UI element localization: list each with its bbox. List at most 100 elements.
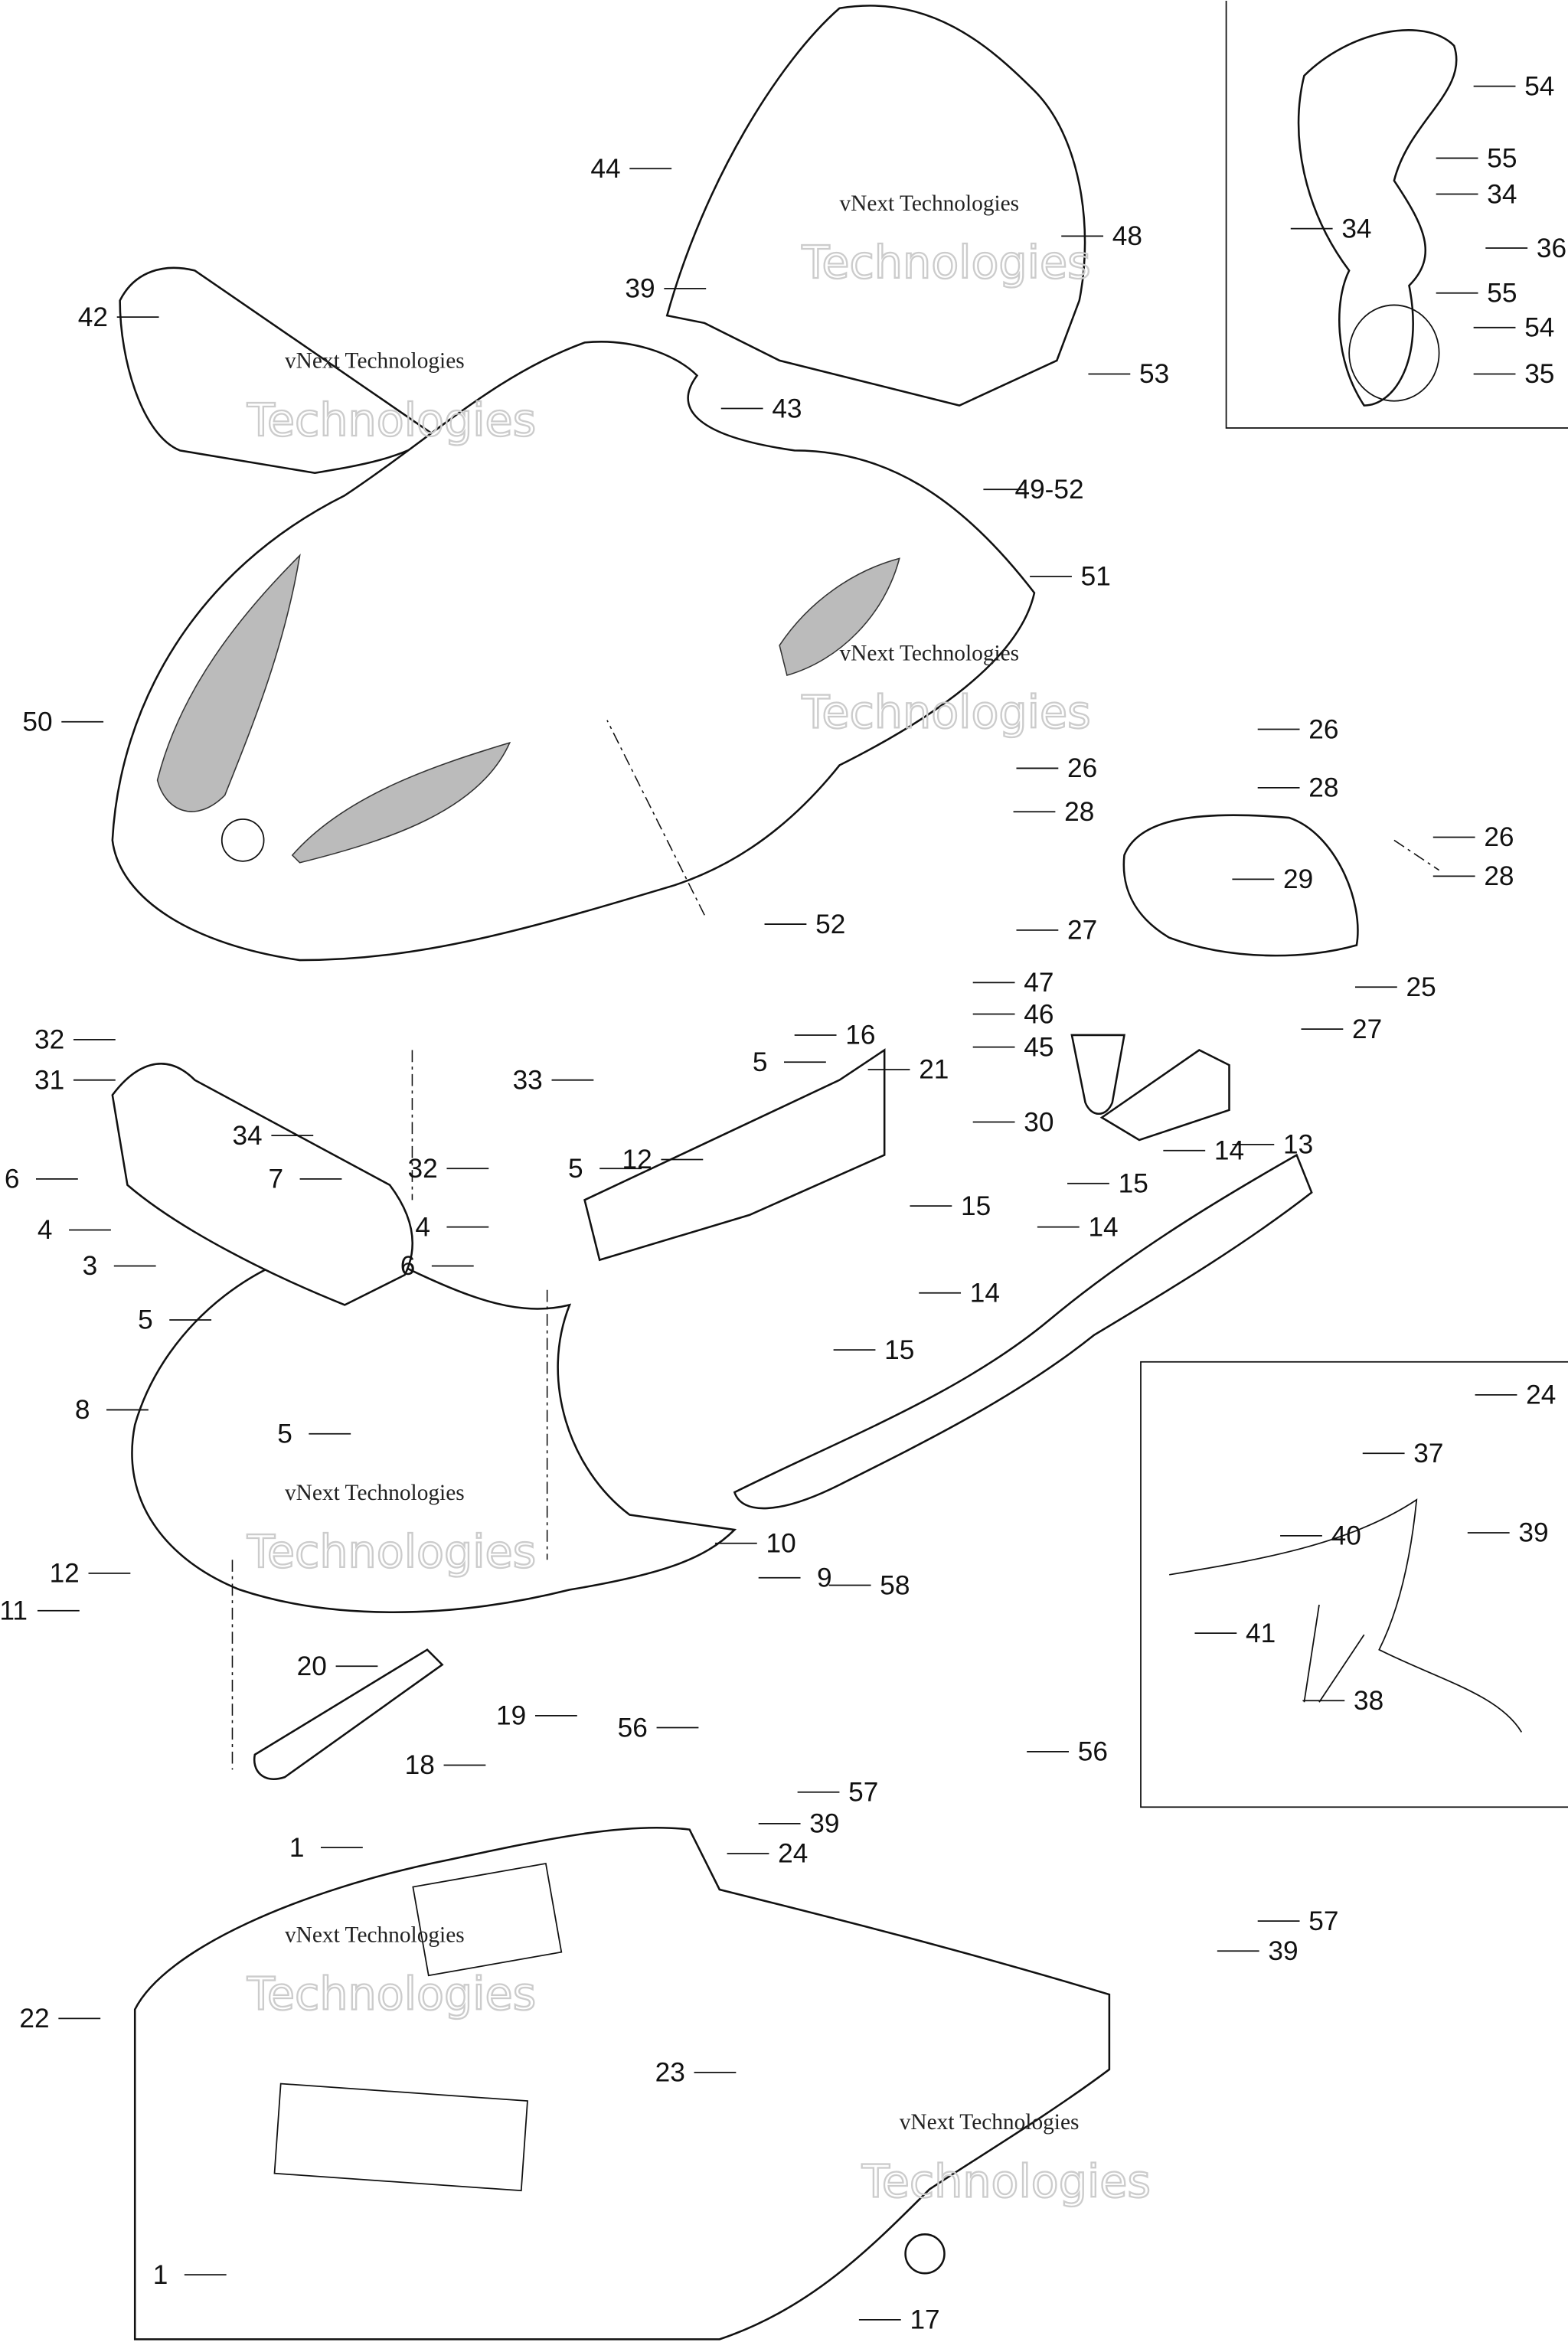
- callout-1: 1: [289, 1833, 305, 1863]
- callout-15: 15: [884, 1335, 914, 1365]
- side-rail: [733, 1153, 1313, 1510]
- callout-58: 58: [880, 1570, 910, 1600]
- watermark-text: vNext Technologies: [839, 641, 1019, 665]
- callout-34: 34: [232, 1121, 262, 1151]
- callout-5: 5: [753, 1047, 768, 1077]
- callout-9: 9: [817, 1563, 832, 1592]
- callout-7: 7: [268, 1165, 283, 1194]
- callout-39: 39: [1268, 1936, 1298, 1966]
- watermark-large: Technologies: [861, 2154, 1151, 2207]
- leader-lines: [35, 85, 1528, 2321]
- callout-30: 30: [1024, 1107, 1054, 1137]
- callout-12: 12: [50, 1559, 80, 1589]
- hood-vent-left: [156, 554, 301, 812]
- callout-42: 42: [78, 302, 108, 332]
- callout-39: 39: [809, 1809, 839, 1839]
- callout-49-52: 49-52: [1014, 475, 1083, 505]
- callout-23: 23: [655, 2058, 685, 2088]
- callout-34: 34: [1341, 214, 1371, 243]
- tether-cord: [1169, 1498, 1523, 1733]
- hood-emblem: [220, 818, 265, 862]
- callout-32: 32: [408, 1154, 438, 1184]
- callout-11: 11: [0, 1596, 28, 1626]
- callout-14: 14: [1214, 1135, 1244, 1165]
- callout-54: 54: [1524, 313, 1554, 343]
- callout-48: 48: [1112, 221, 1142, 251]
- watermark-text: vNext Technologies: [285, 1481, 465, 1505]
- callout-50: 50: [22, 707, 52, 737]
- callout-57: 57: [848, 1777, 878, 1807]
- callout-1: 1: [153, 2260, 168, 2290]
- tether-spring: [1303, 1604, 1365, 1703]
- callout-24: 24: [778, 1839, 808, 1869]
- callout-36: 36: [1537, 234, 1566, 263]
- callout-28: 28: [1308, 773, 1338, 803]
- callout-17: 17: [910, 2305, 939, 2335]
- callout-29: 29: [1283, 864, 1313, 894]
- callout-24: 24: [1526, 1380, 1556, 1410]
- windshield: [665, 5, 1086, 407]
- callout-35: 35: [1524, 359, 1554, 389]
- bracket-30: [1099, 1049, 1230, 1142]
- callout-53: 53: [1139, 359, 1169, 389]
- callout-54: 54: [1524, 71, 1554, 101]
- callout-47: 47: [1024, 968, 1054, 998]
- callout-16: 16: [845, 1021, 875, 1050]
- callout-43: 43: [772, 394, 802, 423]
- callout-10: 10: [766, 1528, 795, 1558]
- callout-56: 56: [618, 1713, 648, 1743]
- watermark-large: Technologies: [247, 1525, 536, 1578]
- callout-39: 39: [1518, 1518, 1548, 1548]
- inset-frame-tether: [1140, 1361, 1568, 1808]
- callout-37: 37: [1413, 1439, 1443, 1468]
- hood: [111, 341, 1036, 962]
- watermark-large: Technologies: [247, 394, 536, 446]
- visor-trim: [119, 266, 436, 475]
- callout-5: 5: [138, 1305, 153, 1335]
- callout-6: 6: [400, 1251, 416, 1281]
- callout-44: 44: [590, 154, 620, 184]
- callout-12: 12: [622, 1145, 652, 1174]
- callout-46: 46: [1024, 999, 1054, 1029]
- callout-28: 28: [1484, 861, 1514, 891]
- front-bracket: [111, 1063, 414, 1306]
- dashed-lines: [231, 720, 1440, 1770]
- callout-25: 25: [1406, 972, 1436, 1002]
- plug-17: [904, 2233, 946, 2275]
- callout-15: 15: [1119, 1169, 1148, 1199]
- callout-33: 33: [513, 1065, 543, 1095]
- callout-14: 14: [1088, 1212, 1118, 1242]
- callout-52: 52: [815, 910, 845, 939]
- callout-6: 6: [5, 1165, 20, 1194]
- callout-4: 4: [415, 1212, 430, 1242]
- hood-vent-right: [779, 557, 900, 677]
- callout-13: 13: [1283, 1130, 1313, 1160]
- watermark-large: Technologies: [247, 1968, 536, 2020]
- watermark-text: vNext Technologies: [900, 2110, 1080, 2135]
- callout-27: 27: [1352, 1014, 1382, 1044]
- watermark-text: vNext Technologies: [839, 191, 1019, 216]
- callout-31: 31: [34, 1065, 64, 1095]
- callout-3: 3: [83, 1251, 98, 1281]
- callout-21: 21: [919, 1055, 949, 1085]
- callout-57: 57: [1308, 1906, 1338, 1936]
- callout-15: 15: [961, 1191, 991, 1221]
- callout-22: 22: [19, 2004, 49, 2034]
- upper-frame: [583, 1048, 886, 1262]
- callout-51: 51: [1081, 562, 1111, 592]
- callout-34: 34: [1487, 179, 1517, 209]
- decal-area-1b: [273, 2082, 528, 2192]
- watermark-large: Technologies: [801, 236, 1090, 289]
- support-bracket-18: [253, 1648, 444, 1780]
- callout-labels: 44394243485349-5251505254553436345554352…: [0, 71, 1566, 2334]
- watermark-text: vNext Technologies: [285, 349, 465, 374]
- callout-41: 41: [1246, 1619, 1276, 1648]
- callout-26: 26: [1067, 753, 1097, 783]
- callout-32: 32: [34, 1025, 64, 1055]
- callout-19: 19: [496, 1701, 526, 1731]
- callout-14: 14: [970, 1278, 1000, 1308]
- belly-pan: [133, 1826, 1111, 2341]
- callout-26: 26: [1308, 714, 1338, 744]
